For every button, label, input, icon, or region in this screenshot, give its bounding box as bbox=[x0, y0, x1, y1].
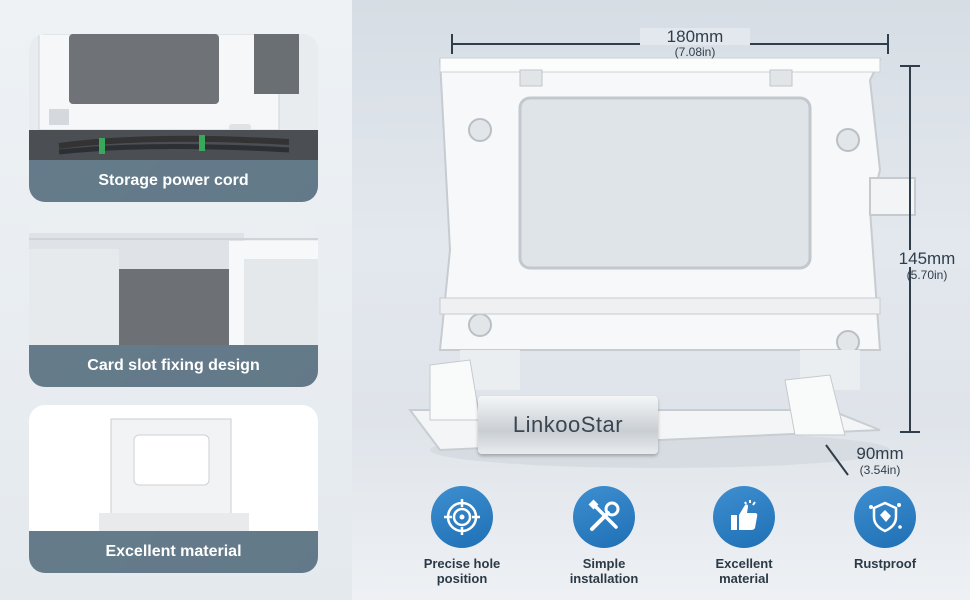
feature-excellent-material: Excellent material bbox=[689, 486, 799, 586]
storage-cord-photo bbox=[29, 34, 318, 160]
left-panel: Storage power cord Card slot fixing desi… bbox=[0, 0, 352, 600]
brand-logo-plate: LinkooStar bbox=[478, 396, 658, 454]
height-dimension: 145mm (5.70in) bbox=[884, 250, 970, 281]
card-caption: Card slot fixing design bbox=[29, 345, 318, 387]
thumbs-up-icon bbox=[713, 486, 775, 548]
feature-simple-installation: Simple installation bbox=[549, 486, 659, 586]
width-dimension: 180mm (7.08in) bbox=[640, 28, 750, 58]
feature-label: Excellent material bbox=[715, 556, 773, 586]
feature-rustproof: Rustproof bbox=[830, 486, 940, 571]
depth-in: (3.54in) bbox=[859, 463, 901, 477]
feature-label: Rustproof bbox=[853, 556, 917, 571]
card-caption: Storage power cord bbox=[29, 160, 318, 202]
height-in: (5.70in) bbox=[906, 268, 948, 282]
tools-icon bbox=[573, 486, 635, 548]
feature-precise-hole: Precise hole position bbox=[407, 486, 517, 586]
feature-card-storage: Storage power cord bbox=[29, 34, 318, 202]
depth-dimension: 90mm (3.54in) bbox=[842, 445, 918, 476]
height-mm: 145mm bbox=[884, 250, 970, 267]
card-slot-photo bbox=[29, 219, 318, 345]
feature-label: Simple installation bbox=[569, 556, 639, 586]
card-caption: Excellent material bbox=[29, 531, 318, 573]
width-in: (7.08in) bbox=[674, 45, 716, 59]
bracket-thumbnail-photo bbox=[29, 405, 318, 531]
width-mm: 180mm bbox=[640, 28, 750, 45]
feature-label: Precise hole position bbox=[423, 556, 501, 586]
shield-icon bbox=[854, 486, 916, 548]
feature-card-slot: Card slot fixing design bbox=[29, 219, 318, 387]
depth-mm: 90mm bbox=[856, 444, 904, 463]
feature-card-material: Excellent material bbox=[29, 405, 318, 573]
target-icon bbox=[431, 486, 493, 548]
